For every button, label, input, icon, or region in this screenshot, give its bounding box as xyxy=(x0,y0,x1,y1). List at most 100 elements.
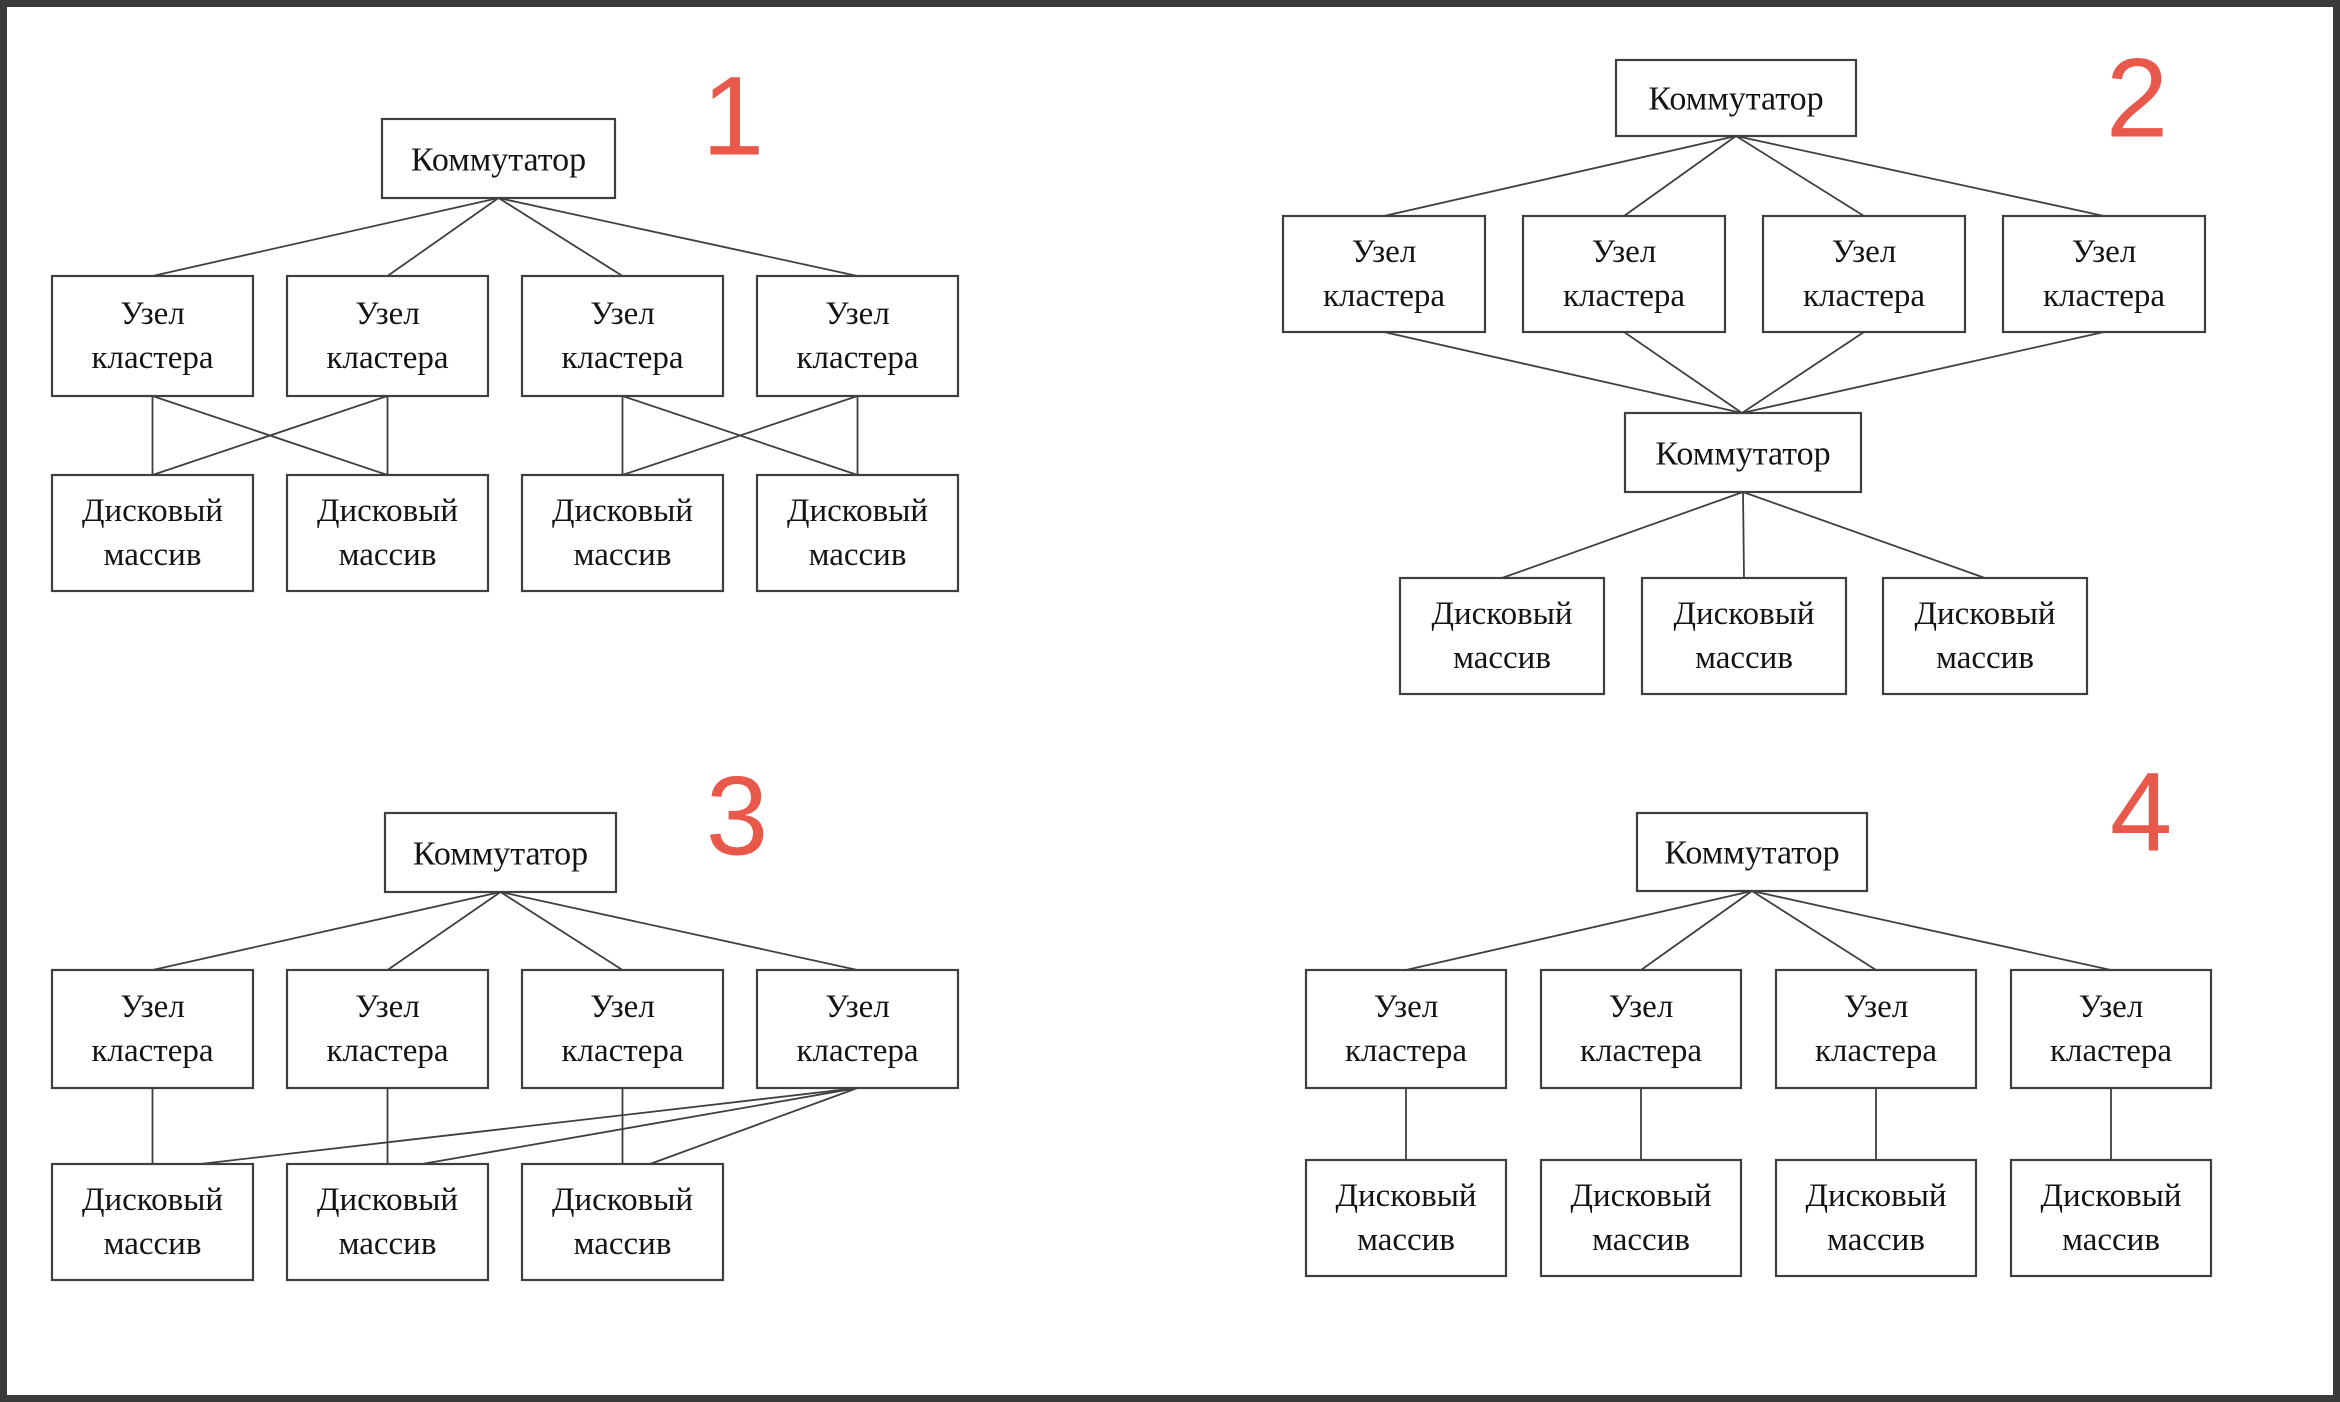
cluster-node-box xyxy=(285,274,490,398)
disk-array-box xyxy=(285,473,490,593)
diagram-number: 1 xyxy=(702,54,764,179)
disk-array-label-line1: Дисковый xyxy=(82,493,223,529)
connection-line xyxy=(1623,135,1737,217)
cluster-node-label-line1: Узел xyxy=(1592,234,1657,270)
disk-array-label-line1: Дисковый xyxy=(1805,1178,1946,1214)
connection-line xyxy=(498,197,858,277)
diagram-4: Коммутатор Узел кластера Узел кластера У… xyxy=(1304,750,2213,1278)
cluster-node-label-line2: кластера xyxy=(1803,278,1925,314)
disk-array-label-line2: массив xyxy=(339,537,437,573)
cluster-node-box xyxy=(520,274,725,398)
disk-array-label-line1: Дисковый xyxy=(2040,1178,2181,1214)
cluster-node-label-line2: кластера xyxy=(2043,278,2165,314)
diagram-number: 2 xyxy=(2106,36,2168,161)
cluster-node-label-line1: Узел xyxy=(120,296,185,332)
cluster-node-label-line2: кластера xyxy=(1815,1033,1937,1069)
switch-label: Коммутатор xyxy=(411,142,586,179)
connection-line xyxy=(152,891,501,971)
connection-line xyxy=(152,197,499,277)
cluster-node-label-line1: Узел xyxy=(1844,989,1909,1025)
connection-line xyxy=(649,1087,858,1165)
cluster-node-label-line2: кластера xyxy=(1345,1033,1467,1069)
diagram-number: 3 xyxy=(706,754,768,879)
cluster-node-label-line1: Узел xyxy=(590,296,655,332)
cluster-node-label-line1: Узел xyxy=(825,296,890,332)
disk-array-label-line2: массив xyxy=(1453,640,1551,676)
connection-line xyxy=(421,1087,858,1165)
disk-array-box xyxy=(1774,1158,1978,1278)
cluster-node-label-line1: Узел xyxy=(1352,234,1417,270)
disk-array-box xyxy=(755,473,960,593)
connection-line xyxy=(1640,890,1753,971)
connection-line xyxy=(1735,135,2105,217)
disk-array-label-line1: Дисковый xyxy=(82,1182,223,1218)
disk-array-box xyxy=(285,1162,490,1282)
cluster-node-label-line2: кластера xyxy=(326,1033,448,1069)
cluster-node-label-line2: кластера xyxy=(1580,1033,1702,1069)
cluster-node-label-line2: кластера xyxy=(796,340,918,376)
cluster-node-box xyxy=(50,274,255,398)
connection-line xyxy=(1742,491,1745,579)
disk-array-label-line2: массив xyxy=(574,537,672,573)
disk-array-box xyxy=(520,1162,725,1282)
cluster-node-box xyxy=(1761,214,1967,334)
switch-box xyxy=(1635,811,1869,893)
connection-line xyxy=(1405,890,1753,971)
cluster-node-label-line2: кластера xyxy=(1563,278,1685,314)
cluster-node-label-line2: кластера xyxy=(91,340,213,376)
disk-array-label-line1: Дисковый xyxy=(1431,596,1572,632)
disk-array-label-line1: Дисковый xyxy=(317,493,458,529)
disk-array-box xyxy=(520,473,725,593)
cluster-node-box xyxy=(520,968,725,1090)
connection-line xyxy=(500,891,623,971)
cluster-node-label-line2: кластера xyxy=(561,340,683,376)
cluster-node-label-line2: кластера xyxy=(91,1033,213,1069)
switch-label: Коммутатор xyxy=(1655,436,1830,473)
cluster-node-box xyxy=(1774,968,1978,1090)
cluster-node-box xyxy=(755,968,960,1090)
connection-line xyxy=(1741,331,2105,414)
connection-line xyxy=(500,891,858,971)
cluster-node-label-line1: Узел xyxy=(590,989,655,1025)
disk-array-label-line2: массив xyxy=(574,1226,672,1262)
disk-array-label-line2: массив xyxy=(1827,1222,1925,1258)
diagram-1: Коммутатор Узел кластера Узел кластера У… xyxy=(50,54,960,593)
cluster-node-label-line2: кластера xyxy=(2050,1033,2172,1069)
connection-line xyxy=(1742,491,1986,579)
disk-array-box xyxy=(1398,576,1606,696)
cluster-node-label-line1: Узел xyxy=(1832,234,1897,270)
diagram-3: Коммутатор Узел кластера Узел кластера У… xyxy=(50,754,960,1282)
cluster-node-label-line1: Узел xyxy=(120,989,185,1025)
disk-array-box xyxy=(1640,576,1848,696)
switch-box xyxy=(1623,411,1863,494)
switch-box xyxy=(380,117,617,200)
disk-array-label-line1: Дисковый xyxy=(787,493,928,529)
connection-line xyxy=(622,395,858,476)
cluster-node-box xyxy=(1539,968,1743,1090)
connection-line xyxy=(386,197,500,277)
switch-box xyxy=(383,811,618,894)
disk-array-box xyxy=(50,1162,255,1282)
disk-array-label-line1: Дисковый xyxy=(1914,596,2055,632)
disk-array-label-line1: Дисковый xyxy=(1673,596,1814,632)
connection-line xyxy=(1383,331,1743,414)
cluster-node-label-line2: кластера xyxy=(326,340,448,376)
connection-line xyxy=(1751,890,2112,971)
cluster-node-label-line1: Узел xyxy=(1374,989,1439,1025)
connection-line xyxy=(1735,135,1865,217)
cluster-node-box xyxy=(2009,968,2213,1090)
switch-label: Коммутатор xyxy=(413,836,588,873)
disk-array-box xyxy=(2009,1158,2213,1278)
cluster-node-label-line2: кластера xyxy=(561,1033,683,1069)
cluster-node-label-line1: Узел xyxy=(825,989,890,1025)
connection-line xyxy=(152,395,388,476)
cluster-node-label-line1: Узел xyxy=(2079,989,2144,1025)
connection-line xyxy=(1741,331,1865,414)
connection-line xyxy=(498,197,623,277)
cluster-node-box xyxy=(285,968,490,1090)
cluster-node-box xyxy=(50,968,255,1090)
disk-array-label-line2: массив xyxy=(1695,640,1793,676)
